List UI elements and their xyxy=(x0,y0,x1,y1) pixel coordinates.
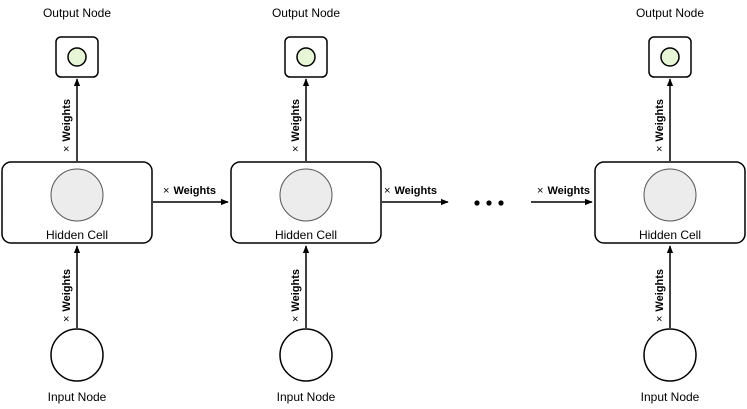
output-node-label: Output Node xyxy=(636,6,704,20)
column-n: Output Node ×Weights Hidden Cell ×Weight… xyxy=(594,6,746,404)
hidden-cell-circle xyxy=(279,168,333,222)
hidden-cell-circle xyxy=(50,168,104,222)
output-node-label: Output Node xyxy=(43,6,111,20)
input-node-label: Input Node xyxy=(641,390,700,404)
hidden-cell-circle xyxy=(643,168,697,222)
recurrent-link-2: ×Weights xyxy=(382,185,449,206)
output-node-dot xyxy=(296,47,316,67)
weights-label: ×Weights xyxy=(290,269,302,322)
column-2: Output Node ×Weights Hidden Cell ×Weight… xyxy=(230,6,382,404)
input-node-label: Input Node xyxy=(48,390,107,404)
hidden-cell-label: Hidden Cell xyxy=(275,228,337,242)
weights-label: ×Weights xyxy=(654,269,666,322)
ellipsis-dot xyxy=(474,200,480,206)
recurrent-link-1: ×Weights xyxy=(153,185,229,206)
input-node-circle xyxy=(50,328,104,382)
ellipsis-dot xyxy=(486,200,492,206)
weights-label: ×Weights xyxy=(163,185,216,197)
recurrent-link-3: ×Weights xyxy=(531,185,593,206)
input-node-circle xyxy=(643,328,697,382)
output-node-label: Output Node xyxy=(272,6,340,20)
weights-label: ×Weights xyxy=(537,185,590,197)
hidden-cell-label: Hidden Cell xyxy=(46,228,108,242)
input-node-circle xyxy=(279,328,333,382)
output-node-dot xyxy=(660,47,680,67)
ellipsis xyxy=(474,200,504,206)
weights-label: ×Weights xyxy=(61,269,73,322)
weights-label: ×Weights xyxy=(654,99,666,152)
column-1: Output Node ×Weights Hidden Cell ×Weight… xyxy=(1,6,153,404)
weights-label: ×Weights xyxy=(61,99,73,152)
hidden-cell-label: Hidden Cell xyxy=(639,228,701,242)
output-node-dot xyxy=(67,47,87,67)
input-node-label: Input Node xyxy=(277,390,336,404)
weights-label: ×Weights xyxy=(384,185,437,197)
ellipsis-dot xyxy=(498,200,504,206)
weights-label: ×Weights xyxy=(290,99,302,152)
